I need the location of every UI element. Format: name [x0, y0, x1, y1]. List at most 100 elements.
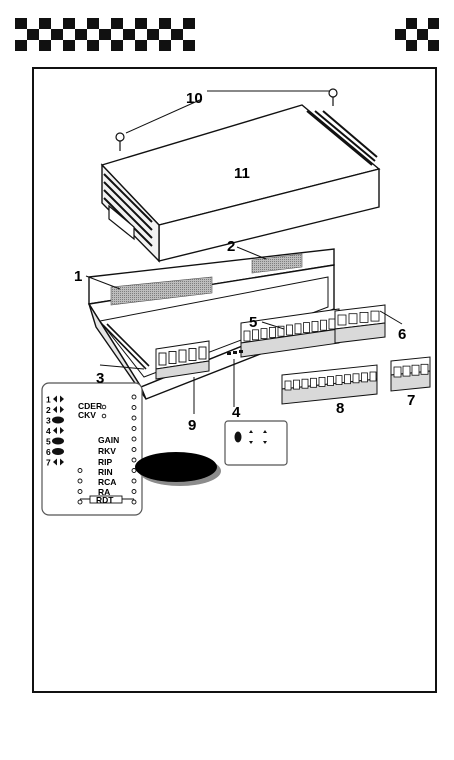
panel-row-number: 2 — [46, 405, 51, 415]
terminal-pin — [336, 376, 342, 385]
terminal-pin — [199, 347, 206, 359]
terminal-pin — [349, 314, 357, 324]
callout-8: 8 — [336, 400, 344, 417]
terminal-dot — [132, 479, 136, 483]
terminal-pin — [294, 380, 300, 389]
checker-square — [111, 18, 123, 29]
terminal-pin — [312, 321, 318, 331]
terminal-dot — [102, 405, 106, 409]
checker-square — [51, 29, 63, 40]
terminal-dot — [132, 395, 136, 399]
checker-square — [99, 29, 111, 40]
callout-1: 1 — [74, 268, 82, 285]
checker-square — [135, 18, 147, 29]
switch-oval-icon — [235, 432, 242, 443]
exploded-diagram: CDER CKV GAIN RKV RIP RIN RCA RA RDT 123… — [34, 69, 435, 691]
oval-badge — [135, 452, 217, 482]
checker-band-left — [15, 18, 197, 51]
panel-label-rdt: RDT — [96, 495, 114, 505]
checker-square — [183, 18, 195, 29]
terminal-pin — [169, 352, 176, 364]
checker-square — [171, 29, 183, 40]
checker-square — [87, 40, 99, 51]
terminal-pin — [412, 365, 419, 375]
checker-square — [111, 40, 123, 51]
terminal-pin — [311, 378, 317, 387]
checker-square — [406, 40, 417, 51]
terminal-pin — [244, 331, 250, 341]
terminal-pin — [302, 379, 308, 388]
checker-square — [135, 40, 147, 51]
terminal-pin — [360, 312, 368, 322]
terminal-dot — [78, 500, 82, 504]
checker-square — [406, 18, 417, 29]
callout-10: 10 — [186, 90, 203, 107]
terminal-dot — [132, 416, 136, 420]
oval-led-icon — [52, 417, 64, 424]
terminal-pin — [261, 329, 267, 339]
callout-4: 4 — [232, 404, 241, 421]
checker-square — [87, 18, 99, 29]
checker-square — [428, 40, 439, 51]
checker-square — [183, 40, 195, 51]
panel-row-number: 4 — [46, 426, 51, 436]
callout-6: 6 — [398, 326, 406, 343]
terminal-pin — [179, 350, 186, 362]
switch-detail-box — [225, 421, 287, 465]
checker-square — [417, 29, 428, 40]
terminal-pin — [370, 372, 376, 381]
terminal-pin — [189, 349, 196, 361]
terminal-pin — [421, 364, 428, 374]
checker-square — [63, 40, 75, 51]
screw-left — [116, 133, 124, 151]
terminal-dot — [78, 479, 82, 483]
panel-label-ckv: CKV — [78, 410, 96, 420]
terminal-dot — [132, 427, 136, 431]
oval-led-icon — [52, 438, 64, 445]
checker-square — [75, 29, 87, 40]
diagram-frame: CDER CKV GAIN RKV RIP RIN RCA RA RDT 123… — [32, 67, 437, 693]
screw-right — [329, 89, 337, 106]
checker-square — [395, 29, 406, 40]
terminal-dot — [78, 490, 82, 494]
terminal-pin — [253, 330, 259, 340]
terminal-pin — [329, 319, 335, 329]
terminal-dot — [132, 448, 136, 452]
callout-5: 5 — [249, 314, 257, 331]
panel-label-rin: RIN — [98, 467, 113, 477]
terminal-pin — [394, 367, 401, 377]
checker-square — [27, 29, 39, 40]
terminal-pin — [362, 373, 368, 382]
checker-square — [39, 18, 51, 29]
terminal-dot — [132, 458, 136, 462]
terminal-dot — [132, 490, 136, 494]
terminal-pin — [321, 320, 327, 330]
checker-square — [39, 40, 51, 51]
terminal-pin — [338, 315, 346, 325]
panel-row-number: 1 — [46, 395, 51, 405]
terminal-dot — [78, 469, 82, 473]
terminal-pin — [285, 381, 291, 390]
checker-square — [15, 18, 27, 29]
terminal-pin — [159, 353, 166, 365]
checker-square — [159, 18, 171, 29]
panel-row-number: 6 — [46, 447, 51, 457]
terminal-dot — [132, 469, 136, 473]
terminal-dot — [132, 437, 136, 441]
terminal-pin — [353, 374, 359, 383]
checker-square — [63, 18, 75, 29]
terminal-pin — [371, 311, 379, 321]
terminal-pin — [287, 325, 293, 335]
panel-row-number: 7 — [46, 458, 51, 468]
panel-label-gain: GAIN — [98, 435, 119, 445]
panel-row-number: 3 — [46, 416, 51, 426]
checker-square — [147, 29, 159, 40]
terminal-pin — [319, 377, 325, 386]
checker-square — [15, 40, 27, 51]
terminal-dot — [102, 414, 106, 418]
checker-square — [123, 29, 135, 40]
terminal-dot — [132, 500, 136, 504]
terminal-pin — [270, 327, 276, 337]
checker-square — [159, 40, 171, 51]
terminal-pin — [345, 375, 351, 384]
